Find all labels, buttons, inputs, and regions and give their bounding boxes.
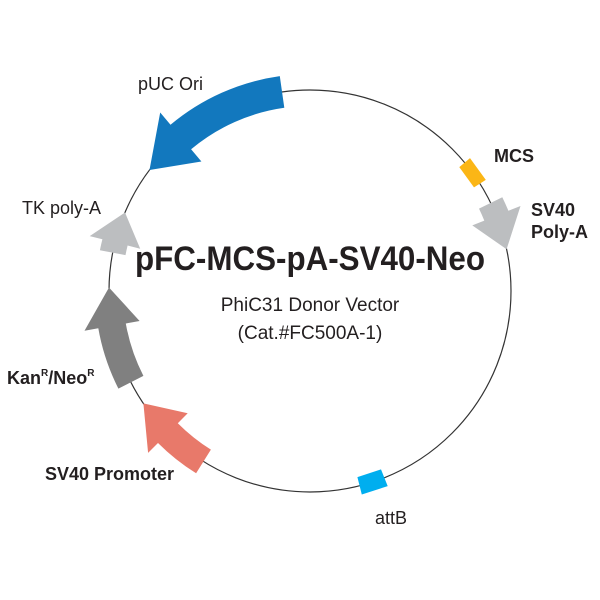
sv40-promoter-label: SV40 Promoter — [45, 464, 174, 484]
mcs-label: MCS — [494, 146, 534, 166]
plasmid-catalog: (Cat.#FC500A-1) — [238, 323, 383, 344]
plasmid-description: PhiC31 Donor Vector — [221, 295, 400, 316]
kan-neo-arrow — [84, 287, 144, 389]
attb-label: attB — [375, 508, 407, 528]
mcs-site — [459, 158, 486, 188]
plasmid-name: pFC-MCS-pA-SV40-Neo — [135, 240, 485, 278]
puc-ori-label: pUC Ori — [138, 74, 203, 94]
attb-site — [357, 469, 388, 495]
sv40-promoter-arrow — [143, 403, 211, 474]
sv40-polya-arrow — [472, 197, 521, 250]
kan-neo-label: KanR/NeoR — [7, 368, 95, 388]
puc-ori-arrow — [149, 76, 285, 170]
tk-polya-label: TK poly-A — [22, 198, 101, 218]
tk-polya-arrow — [89, 212, 141, 256]
sv40-polya-label-line2: Poly-A — [531, 222, 588, 242]
sv40-polya-label-line1: SV40 — [531, 200, 575, 220]
